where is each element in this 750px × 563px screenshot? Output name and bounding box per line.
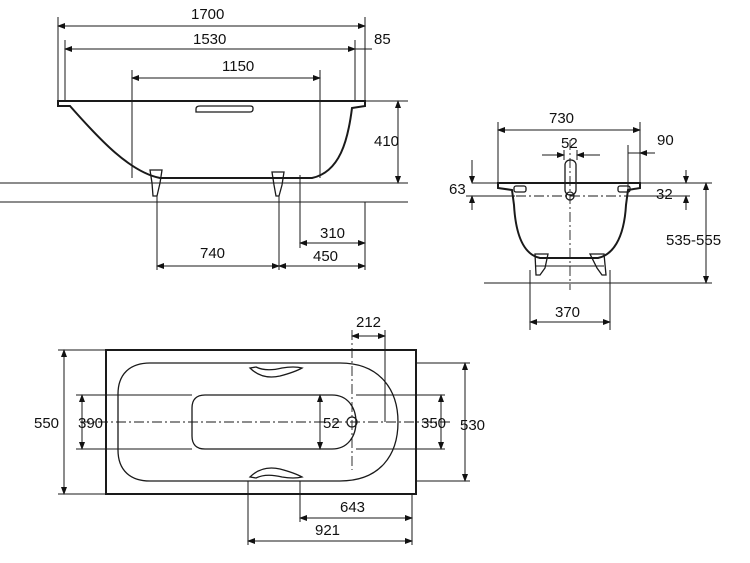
dim-top-drain-dia: 52 xyxy=(323,415,340,432)
dim-end-overflow-dia: 52 xyxy=(561,135,578,152)
dim-wall-offset: 85 xyxy=(374,31,391,48)
top-view: 212 550 390 52 350 530 643 921 xyxy=(34,314,485,545)
dim-top-inner-width: 350 xyxy=(421,415,446,432)
side-view-tub-outline xyxy=(57,100,366,179)
dim-top-handle-span: 921 xyxy=(315,522,340,539)
dim-end-handle-height: 63 xyxy=(449,181,466,198)
dim-top-handle-to-end: 643 xyxy=(340,499,365,516)
end-view-tub-outline xyxy=(497,182,641,259)
top-view-basin xyxy=(117,362,399,482)
dim-inner-length: 1530 xyxy=(193,31,226,48)
dim-bottom-length: 1150 xyxy=(222,58,254,75)
dim-drain-offset: 310 xyxy=(320,225,345,242)
dim-end-rim-offset: 90 xyxy=(657,132,674,149)
side-view-handle xyxy=(195,105,254,113)
dim-top-width: 530 xyxy=(460,417,485,434)
side-view-leg-right xyxy=(271,171,285,197)
end-view-overflow xyxy=(564,159,577,196)
dim-top-outer-width: 550 xyxy=(34,415,59,432)
side-view: 1700 1530 85 1150 410 310 740 450 xyxy=(0,6,408,270)
dim-end-leg-width: 370 xyxy=(555,304,580,321)
top-view-bottom xyxy=(191,394,357,450)
dim-height: 410 xyxy=(374,133,399,150)
dim-end-install-height: 535-555 xyxy=(666,232,721,249)
dim-end-width: 730 xyxy=(549,110,574,127)
top-view-handle-top xyxy=(248,366,304,378)
top-view-handle-bottom xyxy=(248,467,304,479)
dim-top-bottom-width: 390 xyxy=(78,415,103,432)
dim-leg-spacing: 740 xyxy=(200,245,225,262)
dim-overall-length: 1700 xyxy=(191,6,224,23)
dim-end-overflow-height: 32 xyxy=(656,186,673,203)
dim-top-drain-offset: 212 xyxy=(356,314,381,331)
dim-leg-to-end: 450 xyxy=(313,248,338,265)
end-view: 730 52 90 63 32 535-555 370 xyxy=(449,110,721,330)
